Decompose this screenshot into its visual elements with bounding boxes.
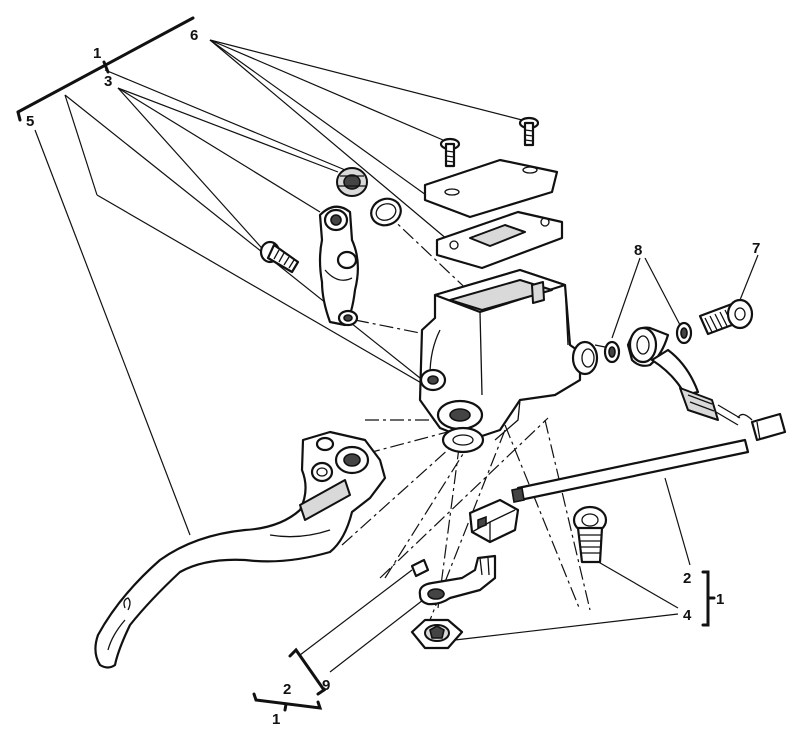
handlebar-clamp (318, 205, 359, 327)
group-brackets (16, 16, 716, 712)
callout-4: 4 (683, 607, 692, 624)
pivot-bolt (572, 505, 608, 564)
callout-1-top: 1 (93, 45, 101, 62)
clutch-lever (94, 430, 387, 669)
reservoir-cap (423, 158, 559, 219)
leader-lines (34, 39, 759, 673)
diaphragm-gasket (435, 210, 564, 270)
banjo-bolt (698, 298, 754, 336)
callout-1-right: 1 (716, 591, 724, 608)
callout-3: 3 (104, 73, 112, 90)
microswitch (468, 498, 520, 544)
callout-5: 5 (26, 113, 34, 130)
switch-cable (511, 438, 750, 503)
clamp-bolt (259, 240, 300, 274)
callout-9: 9 (322, 677, 330, 694)
callout-8: 8 (634, 242, 642, 259)
reservoir-cap-screw-left (439, 137, 461, 168)
reservoir-plug (336, 167, 368, 197)
callout-2-bottom: 2 (283, 681, 291, 698)
callout-2-right: 2 (683, 570, 691, 587)
callout-labels: 1 6 3 5 8 7 2 1 4 9 2 1 (26, 27, 760, 728)
switch-bracket (418, 554, 497, 606)
switch-pin (410, 558, 430, 578)
reservoir-seal-o-ring (370, 197, 402, 227)
callout-6: 6 (190, 27, 198, 44)
master-cylinder-body (418, 268, 599, 454)
copper-washer-left (603, 340, 621, 364)
banjo-fitting (626, 326, 741, 426)
copper-washer-right (675, 321, 693, 345)
reservoir-cap-screw-right (518, 116, 540, 147)
wire-connector (737, 412, 787, 442)
callout-7: 7 (752, 240, 760, 257)
pivot-nut (410, 618, 464, 650)
callout-1-bottom: 1 (272, 711, 280, 728)
